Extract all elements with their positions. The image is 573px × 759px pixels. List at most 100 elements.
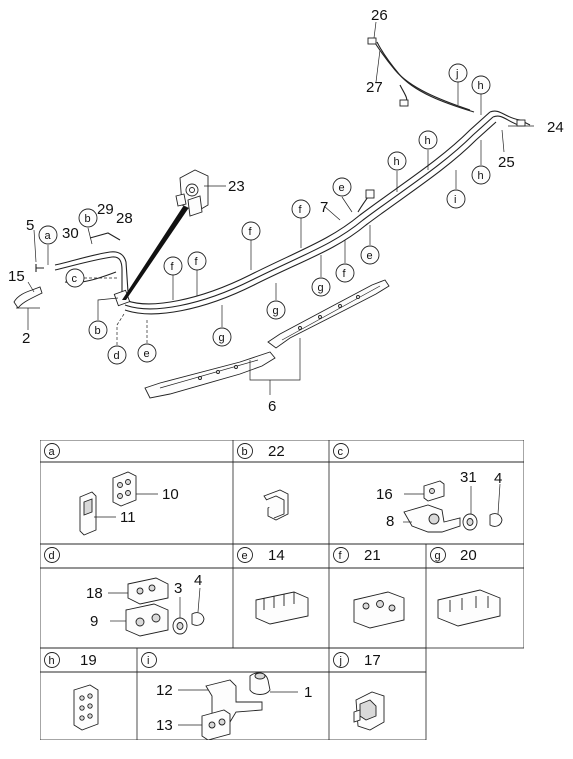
cell-j-letter: j [339,655,342,667]
cell-d: d 18 3 4 9 [44,547,205,637]
label-29: 29 [97,201,114,218]
cell-g-number: 20 [460,547,477,564]
main-fuel-pipes [124,37,531,315]
cell-d-part-3: 3 [174,580,182,597]
label-30: 30 [62,225,79,242]
label-15: 15 [8,268,25,285]
frame-rail-front [144,351,276,399]
label-6: 6 [268,398,276,415]
svg-text:a: a [45,230,52,242]
circle-h-4: h [471,165,491,185]
cell-c: c 16 31 4 8 [333,443,503,533]
svg-text:j: j [455,68,458,80]
cell-i-letter: i [147,655,149,667]
cell-h-letter: h [49,655,55,667]
cell-a-part-11: 11 [120,509,136,526]
circle-f-2: f [335,263,355,283]
grid-lines [40,440,524,740]
circle-g-1: g [311,277,331,297]
cell-d-letter: d [49,550,55,562]
cell-d-part-9: 9 [90,613,98,630]
cell-a: a 10 11 [44,443,179,536]
clip-c-drawing [403,480,503,533]
label-24: 24 [547,119,564,136]
circle-f-3: f [241,221,261,241]
circle-h-1: h [471,75,491,95]
cell-f-number: 21 [364,547,381,564]
cell-j-number: 17 [364,652,381,669]
circle-g-2: g [266,300,286,320]
circle-g-3: g [212,327,232,347]
cell-b-letter: b [242,446,248,458]
rear-fittings [365,37,526,199]
svg-text:g: g [219,332,225,344]
label-28: 28 [116,210,133,227]
svg-text:f: f [343,268,347,280]
label-2: 2 [22,330,30,347]
svg-text:f: f [249,226,253,238]
svg-text:e: e [144,348,150,360]
svg-text:f: f [195,256,199,268]
clip-a-drawing [79,471,137,536]
circle-b-1: b [88,320,108,340]
cell-e-letter: e [242,550,248,562]
circle-d-1: d [107,345,127,365]
filter-lead-line [122,202,190,300]
parts-grid: a 10 11 b 22 c [40,440,524,740]
cell-d-part-4: 4 [194,572,202,589]
label-7: 7 [320,199,328,216]
cell-f: f 21 [333,547,405,629]
fuel-filter-bracket [175,169,209,217]
clip-h-drawing [73,684,99,731]
circle-c-1: c [65,268,85,288]
svg-text:c: c [72,273,78,285]
cell-c-part-16: 16 [376,486,393,503]
svg-text:e: e [339,182,345,194]
part-numbers: 26 27 24 25 23 7 5 30 29 28 15 2 6 [8,7,564,415]
svg-text:h: h [394,156,400,168]
svg-text:b: b [85,213,91,225]
cell-g-letter: g [435,550,441,562]
cell-c-letter: c [338,446,344,458]
label-27: 27 [366,79,383,96]
circle-h-2: h [418,130,438,150]
frame-rail-rear [267,279,390,349]
circle-e-2: e [360,245,380,265]
cell-b: b 22 [237,443,289,521]
cell-i-part-12: 12 [156,682,173,699]
cell-j: j 17 [333,652,385,731]
reference-letters: j h h h h i e e f f g f g f f g e d b c … [38,63,491,365]
svg-text:h: h [478,170,484,182]
clip-j-drawing [353,691,385,731]
circle-a-1: a [38,225,58,245]
circle-e-1: e [332,177,352,197]
clip-e-drawing [255,591,309,625]
cell-i-part-1: 1 [304,684,312,701]
circle-e-3: e [137,343,157,363]
label-5: 5 [26,217,34,234]
cell-e: e 14 [237,547,309,625]
clip-d-drawing [125,577,205,637]
cell-c-part-31: 31 [460,469,477,486]
cell-e-number: 14 [268,547,285,564]
clip-f-drawing [353,591,405,629]
fuel-line-diagram: 26 27 24 25 23 7 5 30 29 28 15 2 6 j h h… [8,7,564,415]
clip-g-drawing [437,589,501,627]
circle-f-1: f [291,199,311,219]
leader-lines [16,21,534,395]
circle-i-1: i [446,189,466,209]
clip-i-drawing [201,672,271,740]
cell-c-part-4: 4 [494,470,502,487]
svg-text:h: h [425,135,431,147]
svg-text:g: g [318,282,324,294]
label-25: 25 [498,154,515,171]
clip-b-drawing [263,489,289,521]
svg-text:b: b [95,325,101,337]
cell-h: h 19 [44,652,99,731]
cell-a-part-10: 10 [162,486,179,503]
cell-h-number: 19 [80,652,97,669]
label-23: 23 [228,178,245,195]
svg-text:g: g [273,305,279,317]
cell-f-letter: f [339,550,343,562]
cell-g: g 20 [430,547,501,627]
